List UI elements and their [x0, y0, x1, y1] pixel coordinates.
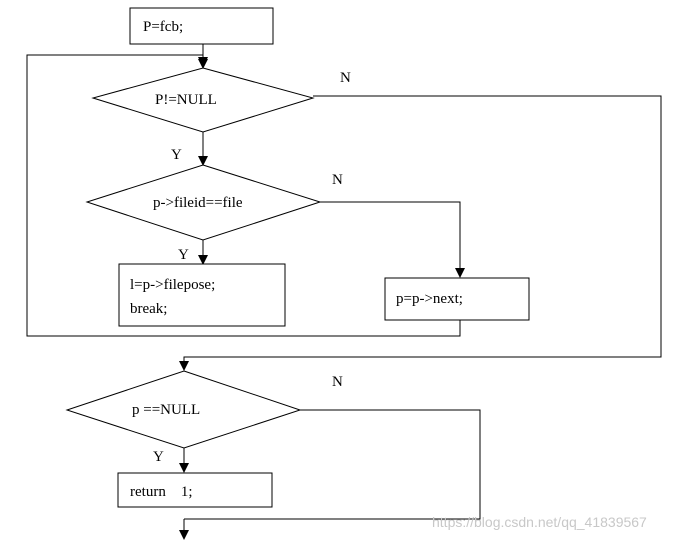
- null-check-text: p ==NULL: [132, 402, 200, 418]
- arrow-match-no: [320, 201, 465, 278]
- arrow-loop-no: [179, 95, 662, 371]
- arrow-loop-back: [26, 54, 461, 337]
- match-action-box: l=p->filepose; break;: [118, 263, 286, 327]
- return-box: return 1;: [117, 472, 273, 508]
- init-text: P=fcb;: [143, 19, 183, 35]
- null-no-label: N: [332, 374, 343, 390]
- advance-text: p=p->next;: [396, 291, 463, 307]
- loop-no-label: N: [340, 70, 351, 86]
- match-check-diamond: p->fileid==file: [85, 164, 322, 241]
- loop-check-diamond: P!=NULL: [91, 67, 315, 133]
- init-box: P=fcb;: [129, 7, 274, 45]
- match-check-text: p->fileid==file: [153, 195, 243, 211]
- match-line1-text: l=p->filepose;: [130, 277, 215, 293]
- match-line2-text: break;: [130, 301, 167, 317]
- null-yes-label: Y: [153, 449, 164, 465]
- watermark-text: https://blog.csdn.net/qq_41839567: [432, 514, 647, 530]
- loop-check-text: P!=NULL: [155, 92, 217, 108]
- loop-yes-label: Y: [171, 147, 182, 163]
- match-yes-label: Y: [178, 247, 189, 263]
- advance-box: p=p->next;: [384, 277, 530, 321]
- match-no-label: N: [332, 172, 343, 188]
- null-check-diamond: p ==NULL: [65, 370, 302, 449]
- arrow-null-no: [184, 409, 481, 520]
- return-text: return 1;: [130, 484, 192, 500]
